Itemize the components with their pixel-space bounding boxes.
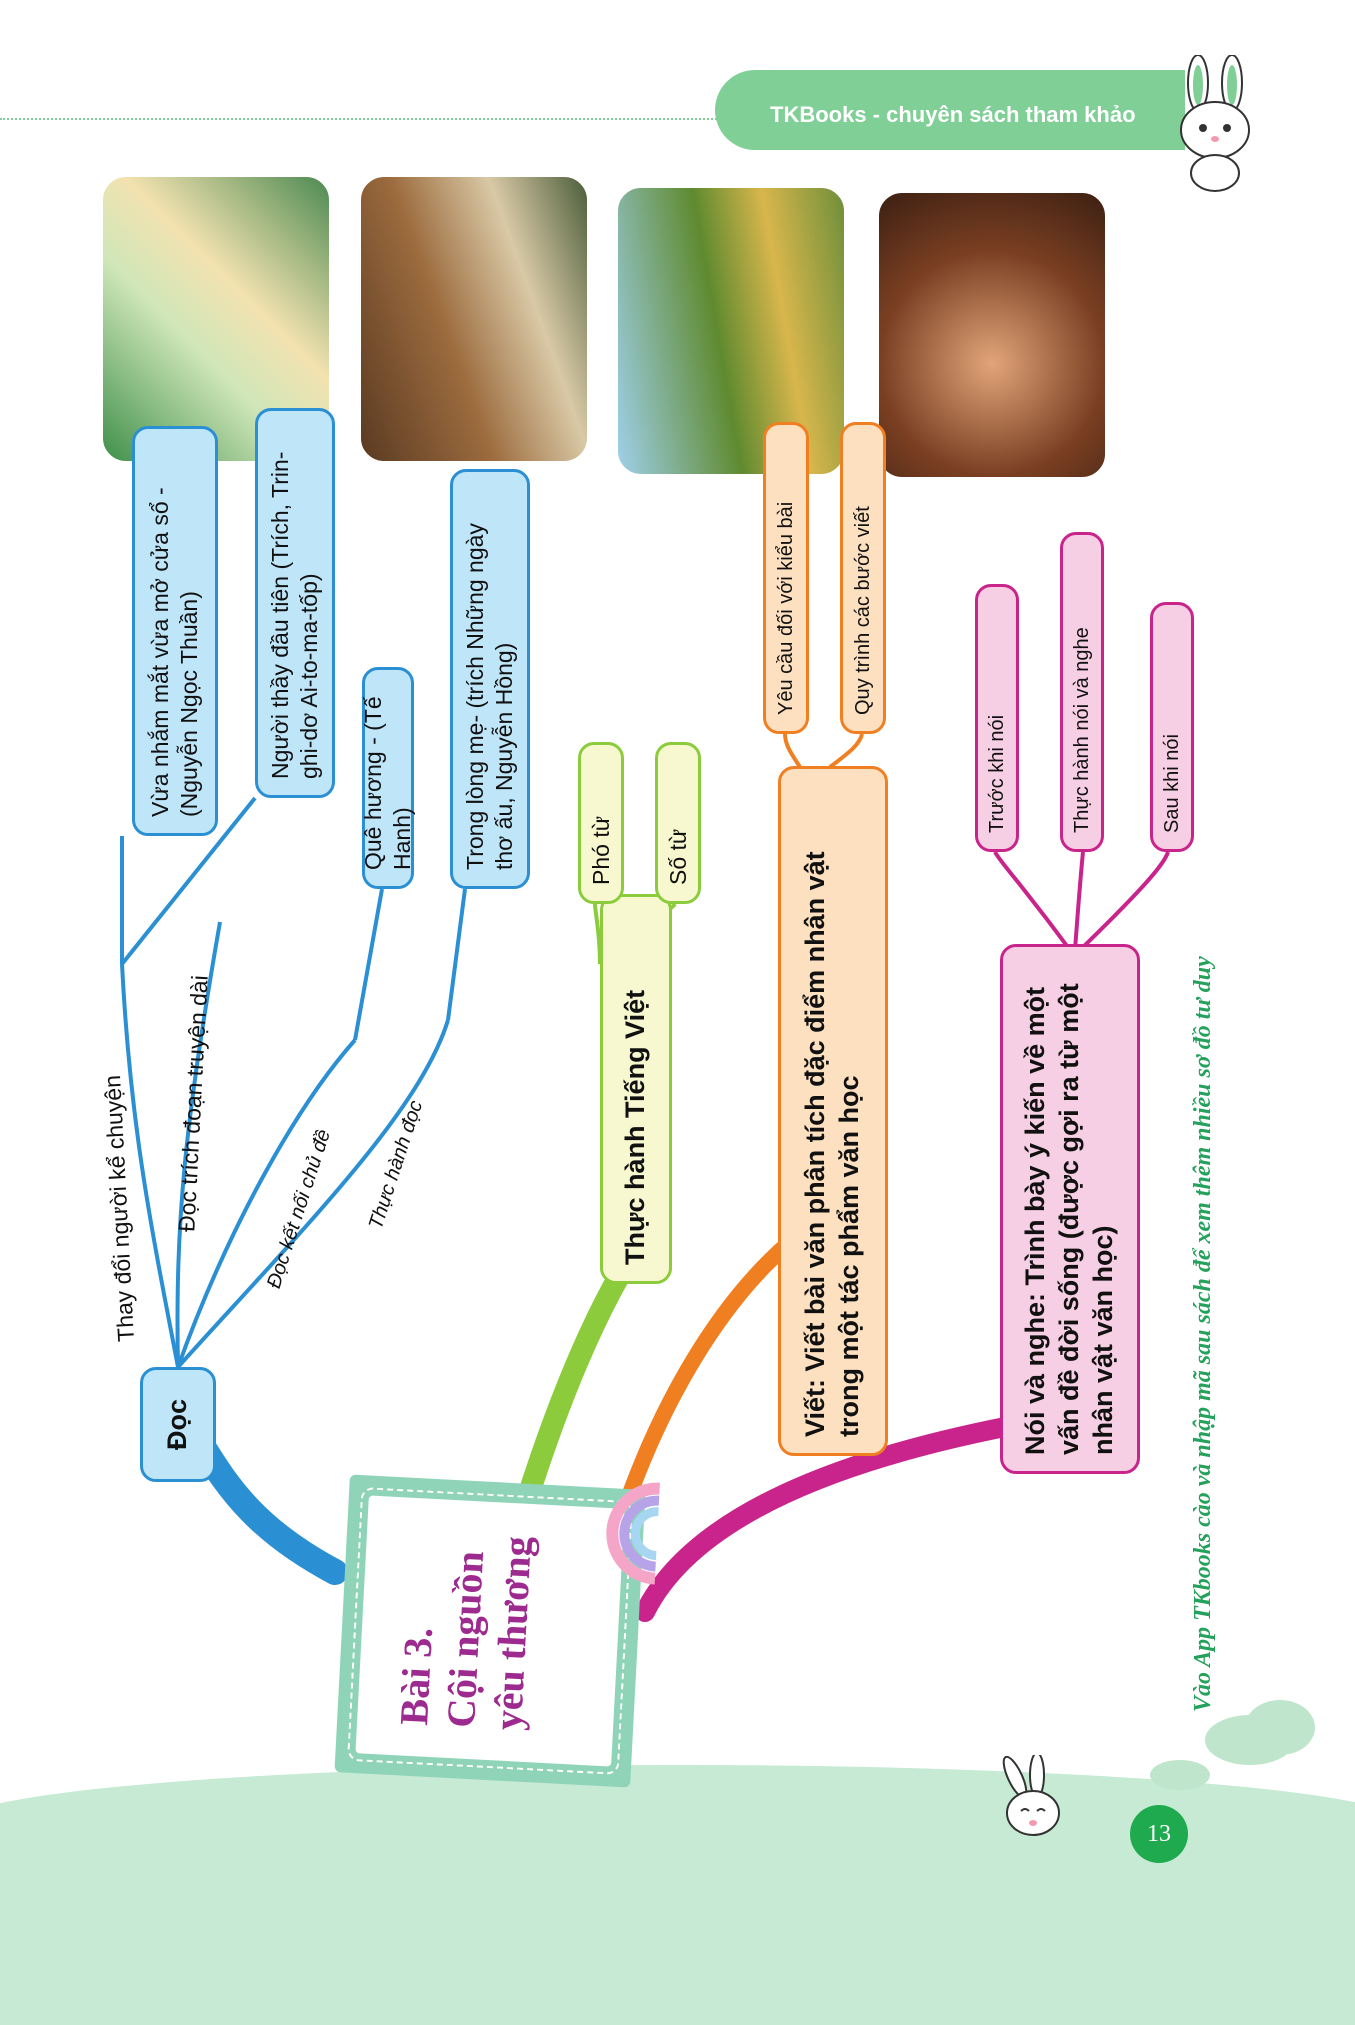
photo-countryside (615, 185, 847, 477)
page-number: 13 (1130, 1805, 1188, 1863)
cloud (1150, 1760, 1210, 1790)
text-nguoi-thay-dau-tien: Người thầy đầu tiên (Trích, Trin-ghi-dơ … (255, 408, 335, 798)
node-noi-va-nghe: Nói và nghe: Trình bày ý kiến về một vấn… (1000, 944, 1140, 1474)
item-sau-khi-noi: Sau khi nói (1150, 602, 1194, 852)
item-quy-trinh-buoc-viet: Quy trình các bước viết (840, 422, 886, 734)
center-topic-card: Bài 3. Cội nguồn yêu thương (334, 1474, 660, 1788)
item-thuc-hanh-noi-nghe: Thực hành nói và nghe (1060, 532, 1104, 852)
item-so-tu: Số từ (655, 742, 701, 904)
node-thuc-hanh-tieng-viet: Thực hành Tiếng Việt (600, 894, 672, 1284)
photo-teacher-scene (358, 174, 590, 464)
text-que-huong: Quê hương - (Tế Hanh) (360, 667, 415, 889)
text-vua-nham-mat: Vừa nhắm mắt vừa mở cửa sổ - (Nguyễn Ngọ… (132, 426, 218, 836)
connector-viet (612, 1234, 798, 1530)
bunny-mascot-icon (1180, 55, 1250, 192)
item-yeu-cau-kieu-bai: Yêu cầu đối với kiểu bài (763, 422, 809, 734)
node-viet: Viết: Viết bài văn phân tích đặc điểm nh… (778, 766, 888, 1456)
rainbow-icon (606, 1482, 660, 1585)
cloud (1245, 1700, 1315, 1755)
photo-mother-child (876, 190, 1108, 480)
center-line-3: yêu thương (485, 1535, 541, 1732)
connector-noi-nghe (635, 1417, 1015, 1622)
header-tab (715, 70, 1185, 150)
connector-doc (187, 1429, 348, 1585)
item-truoc-khi-noi: Trước khi nói (975, 584, 1019, 852)
bunny-small-icon (1002, 1755, 1060, 1836)
footer-note: Vào App TKbooks cào và nhập mã sau sách … (1190, 956, 1216, 1712)
header-dotted-line (0, 118, 720, 120)
center-topic-title: Bài 3. Cội nguồn yêu thương (390, 1530, 542, 1731)
mindmap-stage: Bài 3. Cội nguồn yêu thương Đọc Thay đổi… (99, 174, 1216, 1788)
header-title: TKBooks - chuyên sách tham khảo (770, 102, 1136, 127)
node-doc: Đọc (140, 1367, 216, 1482)
text-trong-long-me: Trong lòng mẹ- (trích Những ngày thơ ấu,… (450, 469, 530, 889)
item-pho-tu: Phó từ (578, 742, 624, 904)
